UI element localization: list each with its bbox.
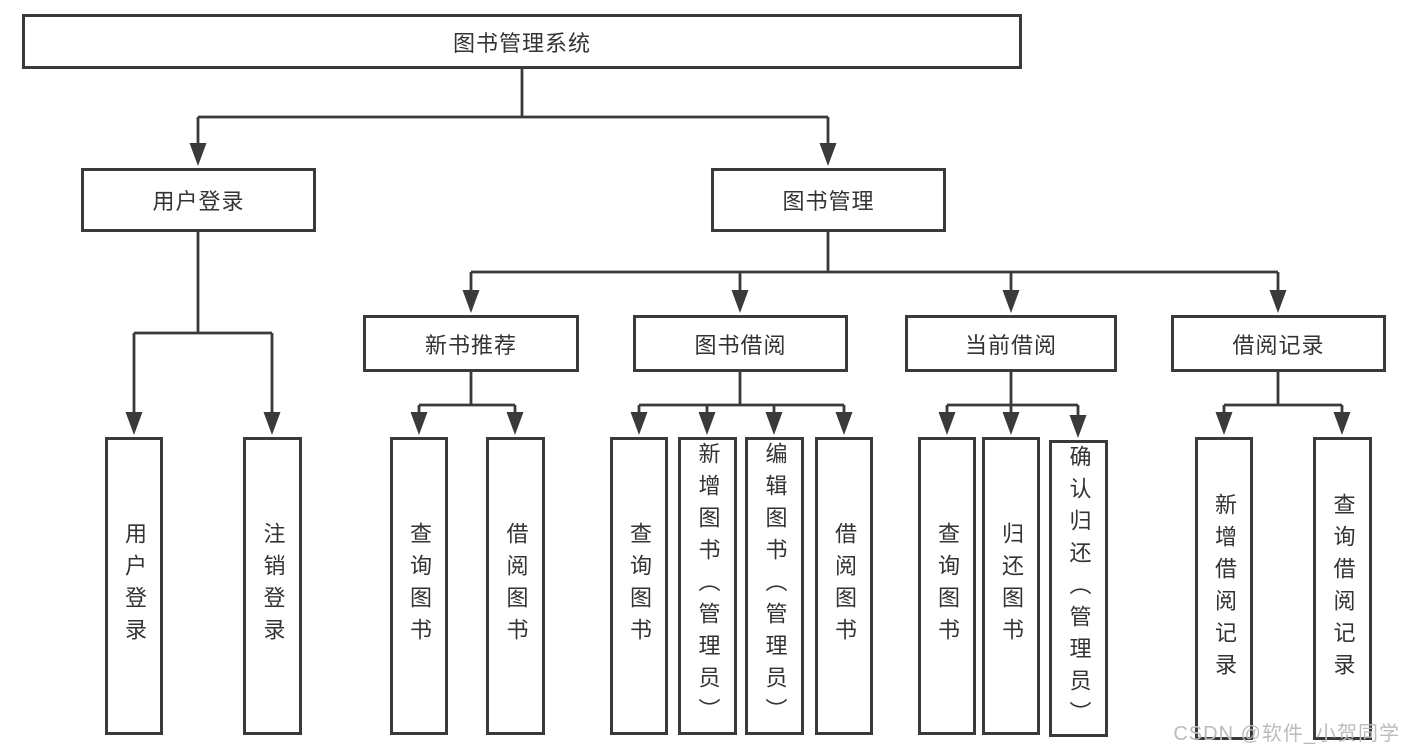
leaf-query-books-borrowing-label: 查询图书 [627,522,652,650]
leaf-add-book-admin-label: 新增图书（管理员） [695,442,721,730]
node-book-management: 图书管理 [711,168,946,232]
leaf-add-borrow-record: 新增借阅记录 [1195,437,1253,740]
arrow-down-icon [938,412,1087,438]
leaf-confirm-return-admin-label: 确认归还（管理员） [1066,444,1092,733]
connector-user-login-children [132,232,274,417]
leaf-add-borrow-record-label: 新增借阅记录 [1212,492,1237,685]
node-user-login: 用户登录 [81,168,316,232]
node-book-management-label: 图书管理 [782,189,875,214]
leaf-confirm-return-admin: 确认归还（管理员） [1049,440,1108,737]
leaf-borrow-books-recommend-label: 借阅图书 [503,522,529,650]
leaf-borrow-book-label: 借阅图书 [832,522,857,650]
connector-new-book-children [417,372,517,417]
arrow-down-icon [189,143,837,166]
leaf-query-borrow-record: 查询借阅记录 [1313,437,1372,740]
leaf-user-login: 用户登录 [105,437,163,735]
node-current-borrowing: 当前借阅 [905,315,1117,372]
leaf-edit-book-admin: 编辑图书（管理员） [745,437,804,735]
node-current-borrowing-label: 当前借阅 [964,332,1057,358]
leaf-return-book-label: 归还图书 [999,522,1024,650]
leaf-logout-label: 注销登录 [260,522,286,650]
leaf-query-books-current: 查询图书 [918,437,976,735]
leaf-query-books-recommend-label: 查询图书 [407,522,432,650]
node-borrowing-records-label: 借阅记录 [1232,332,1325,358]
connector-book-management-children [469,232,1280,295]
node-user-login-label: 用户登录 [152,189,245,214]
leaf-query-borrow-record-label: 查询借阅记录 [1330,492,1356,685]
leaf-borrow-books-recommend: 借阅图书 [486,437,545,735]
node-borrowing-records: 借阅记录 [1171,315,1386,372]
leaf-query-books-current-label: 查询图书 [935,522,960,650]
node-book-borrowing-label: 图书借阅 [694,332,787,358]
leaf-edit-book-admin-label: 编辑图书（管理员） [762,442,788,730]
arrow-down-icon [410,412,524,435]
leaf-return-book: 归还图书 [982,437,1040,735]
connector-root-to-level2 [196,69,830,148]
leaf-borrow-book: 借阅图书 [815,437,873,735]
node-new-book-recommend: 新书推荐 [363,315,579,372]
leaf-add-book-admin: 新增图书（管理员） [678,437,737,735]
arrow-down-icon [1215,412,1351,435]
watermark: CSDN @软件_小贺同学 [1173,723,1400,745]
leaf-user-login-label: 用户登录 [122,522,147,650]
arrow-down-icon [630,412,853,435]
leaf-query-books-recommend: 查询图书 [390,437,448,735]
connector-current-borrowing-children [945,372,1080,420]
node-root: 图书管理系统 [22,14,1022,69]
arrow-down-icon [462,290,1287,313]
node-book-borrowing: 图书借阅 [633,315,848,372]
node-root-label: 图书管理系统 [452,30,591,56]
connector-borrowing-records-children [1222,372,1344,417]
node-new-book-recommend-label: 新书推荐 [424,332,517,358]
leaf-query-books-borrowing: 查询图书 [610,437,668,735]
arrow-down-icon [125,412,281,435]
leaf-logout: 注销登录 [243,437,302,735]
connector-book-borrowing-children [637,372,846,417]
